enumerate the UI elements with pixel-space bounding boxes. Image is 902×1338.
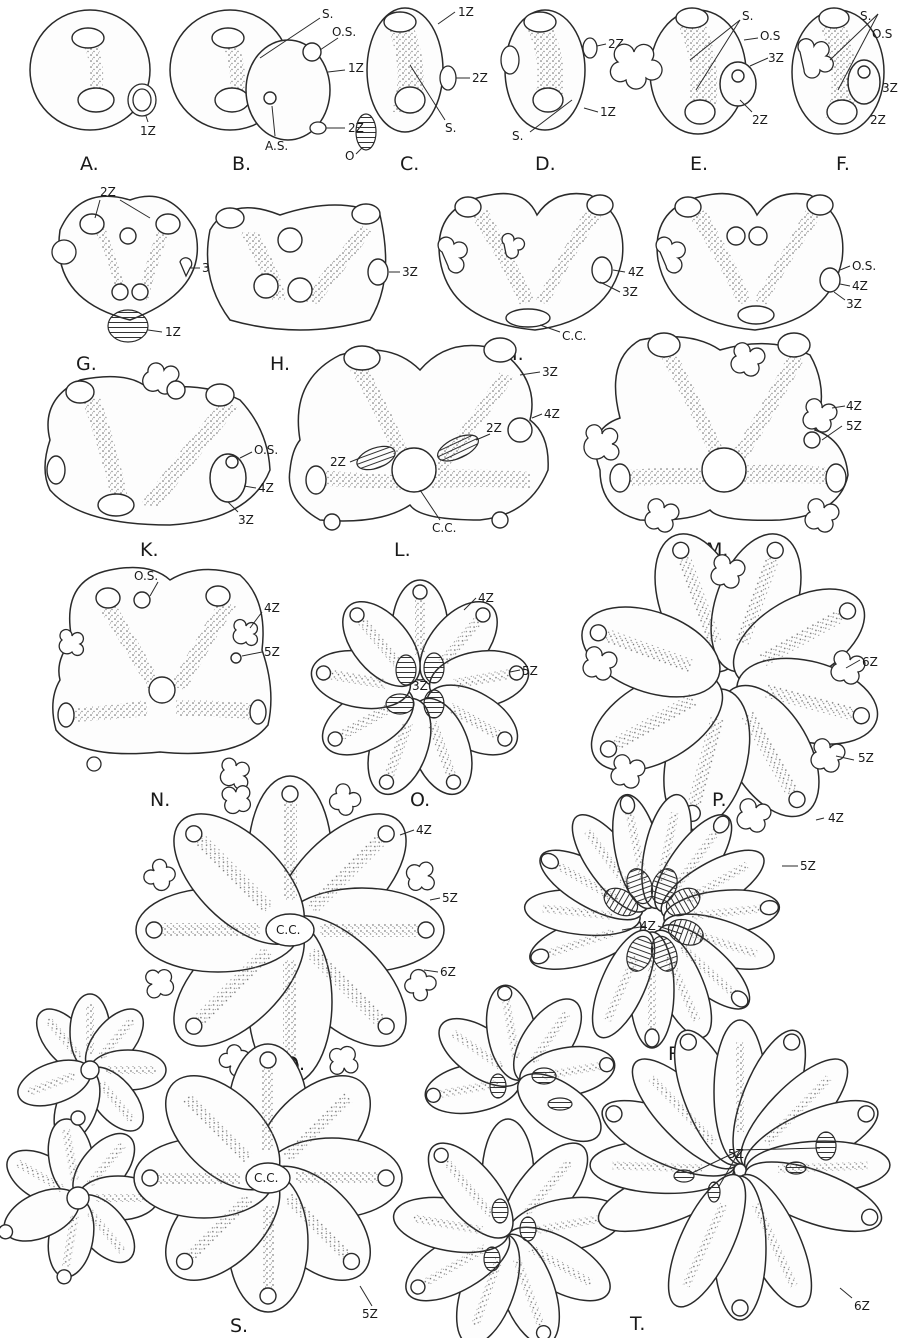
label-s-c: S. bbox=[445, 121, 456, 135]
panel-label-c: C. bbox=[400, 153, 419, 175]
panel-p-figure bbox=[570, 522, 887, 839]
panel-a-figure bbox=[30, 10, 156, 130]
panel-i-figure bbox=[438, 194, 625, 332]
label-1z-d: 1Z bbox=[600, 105, 616, 119]
panel-label-p: P. bbox=[712, 789, 727, 811]
label-2z-c: 2Z bbox=[472, 71, 488, 85]
label-5z-q: 5Z bbox=[442, 891, 458, 905]
panel-k-figure bbox=[45, 363, 270, 525]
panel-label-b: B. bbox=[232, 153, 251, 175]
panel-label-f: F. bbox=[836, 153, 850, 175]
panel-g-figure bbox=[52, 196, 200, 342]
panel-n-figure bbox=[53, 568, 271, 790]
label-5z-p: 5Z bbox=[858, 751, 874, 765]
label-o-c: O bbox=[345, 149, 354, 163]
panel-j-figure bbox=[656, 194, 850, 330]
label-4z-n: 4Z bbox=[264, 601, 280, 615]
label-5z-n: 5Z bbox=[264, 645, 280, 659]
label-3z-f: 3Z bbox=[882, 81, 898, 95]
label-os-n: O.S. bbox=[134, 569, 158, 583]
panel-label-a: A. bbox=[80, 153, 99, 175]
label-cc-i: C.C. bbox=[562, 329, 586, 343]
label-4z-i: 4Z bbox=[628, 265, 644, 279]
label-2z-g: 2Z bbox=[100, 185, 116, 199]
label-os-e: O.S bbox=[760, 29, 780, 43]
panel-b-figure bbox=[170, 10, 345, 140]
label-1z-g: 1Z bbox=[165, 325, 181, 339]
label-s-d: S. bbox=[512, 129, 523, 143]
panel-l-figure bbox=[289, 338, 548, 530]
label-5z-t: 5Z bbox=[728, 1147, 744, 1161]
label-2z-e: 2Z bbox=[752, 113, 768, 127]
label-1z-a: 1Z bbox=[140, 124, 156, 138]
panel-label-g: G. bbox=[76, 353, 97, 375]
label-4z-l: 4Z bbox=[544, 407, 560, 421]
label-os-f: O.S bbox=[872, 27, 892, 41]
t-colony-bottom-left bbox=[389, 1119, 627, 1338]
label-5z-s: 5Z bbox=[362, 1307, 378, 1321]
label-cc-s: C.C. bbox=[254, 1171, 278, 1185]
label-6z-t: 6Z bbox=[854, 1299, 870, 1313]
label-4z-r: 4Z bbox=[640, 919, 656, 933]
panel-label-l: L. bbox=[394, 539, 411, 561]
label-s-e: S. bbox=[742, 9, 753, 23]
label-3z-l: 3Z bbox=[542, 365, 558, 379]
panel-e-figure bbox=[610, 8, 768, 134]
label-4z-o: 4Z bbox=[478, 591, 494, 605]
panel-h-figure bbox=[208, 204, 401, 330]
label-6z-q: 6Z bbox=[440, 965, 456, 979]
panel-label-s: S. bbox=[230, 1315, 248, 1337]
label-os-j: O.S. bbox=[852, 259, 876, 273]
panel-label-o: O. bbox=[410, 789, 430, 811]
label-4z-q: 4Z bbox=[416, 823, 432, 837]
panel-label-t: T. bbox=[629, 1313, 645, 1335]
s-small-colony-top bbox=[12, 994, 166, 1148]
label-4z-p: 4Z bbox=[828, 811, 844, 825]
label-os-b: O.S. bbox=[332, 25, 356, 39]
t-colony-right bbox=[589, 1020, 891, 1320]
label-3z-i: 3Z bbox=[622, 285, 638, 299]
label-2z-f: 2Z bbox=[870, 113, 886, 127]
label-s-b: S. bbox=[322, 7, 333, 21]
panel-label-n: N. bbox=[150, 789, 170, 811]
s-small-colony-bottom bbox=[0, 1111, 165, 1285]
panel-label-d: D. bbox=[535, 153, 556, 175]
label-4z-m: 4Z bbox=[846, 399, 862, 413]
label-1z-b: 1Z bbox=[348, 61, 364, 75]
label-cc-q: C.C. bbox=[276, 923, 300, 937]
label-6z-p: 6Z bbox=[862, 655, 878, 669]
label-3z-h: 3Z bbox=[402, 265, 418, 279]
label-as-b: A.S. bbox=[265, 139, 288, 153]
label-5z-r: 5Z bbox=[800, 859, 816, 873]
label-3z-e: 3Z bbox=[768, 51, 784, 65]
label-s-f: S. bbox=[860, 9, 871, 23]
label-3z-k: 3Z bbox=[238, 513, 254, 527]
label-os-k: O.S. bbox=[254, 443, 278, 457]
label-3z-o: 3Z bbox=[412, 679, 428, 693]
panel-label-e: E. bbox=[690, 153, 708, 175]
label-5z-o: 5Z bbox=[522, 664, 538, 678]
panel-d-figure bbox=[501, 10, 606, 132]
panel-label-k: K. bbox=[140, 539, 159, 561]
label-5z-m: 5Z bbox=[846, 419, 862, 433]
panel-label-h: H. bbox=[270, 353, 290, 375]
panel-m-figure bbox=[584, 333, 848, 532]
label-2z-l-right: 2Z bbox=[486, 421, 502, 435]
label-2z-l-left: 2Z bbox=[330, 455, 346, 469]
label-3z-j: 3Z bbox=[846, 297, 862, 311]
label-1z-c: 1Z bbox=[458, 5, 474, 19]
label-4z-k: 4Z bbox=[258, 481, 274, 495]
label-cc-l: C.C. bbox=[432, 521, 456, 535]
label-4z-j: 4Z bbox=[852, 279, 868, 293]
